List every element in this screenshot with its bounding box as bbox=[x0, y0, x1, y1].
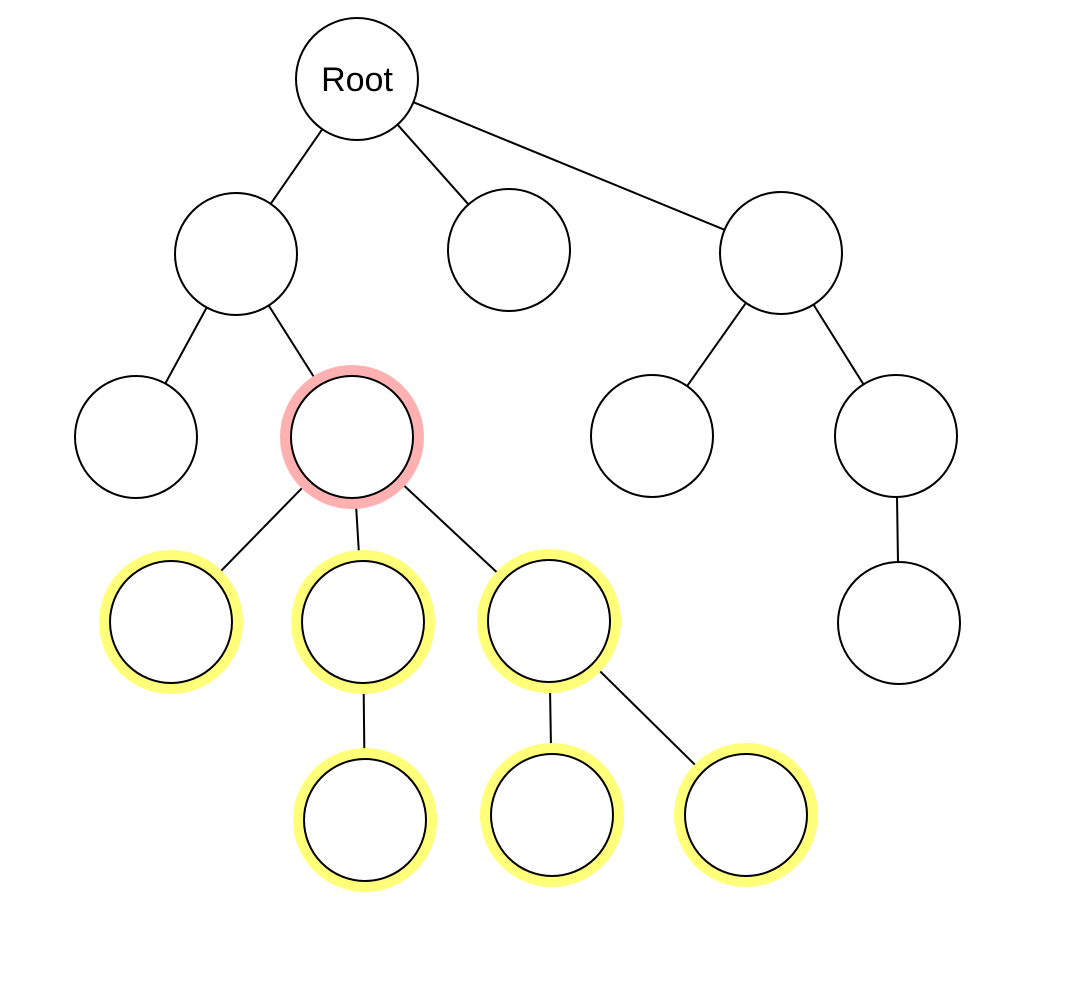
tree-node-n1[interactable] bbox=[174, 192, 298, 316]
node-circle-n3[interactable] bbox=[719, 191, 843, 315]
tree-node-n12[interactable] bbox=[303, 758, 427, 882]
edge-root-n2 bbox=[396, 123, 470, 206]
edge-n10-n14 bbox=[591, 663, 704, 773]
tree-node-n2[interactable] bbox=[447, 188, 571, 312]
edge-root-n1 bbox=[269, 128, 324, 205]
descendant-halo-n12 bbox=[293, 748, 437, 892]
tree-node-n14[interactable] bbox=[684, 753, 808, 877]
edge-n5-n8 bbox=[212, 479, 311, 580]
node-inner-n13 bbox=[503, 766, 601, 864]
tree-node-n4[interactable] bbox=[74, 375, 198, 499]
node-circle-n7[interactable] bbox=[834, 374, 958, 498]
edge-n3-n6 bbox=[686, 302, 747, 387]
descendant-halo-n14 bbox=[674, 743, 818, 887]
edge-n7-n11 bbox=[896, 496, 899, 563]
node-circle-root[interactable] bbox=[295, 17, 419, 141]
edge-n1-n5 bbox=[267, 304, 321, 387]
node-inner-n8 bbox=[122, 573, 220, 671]
node-inner-n12 bbox=[316, 771, 414, 869]
tree-node-n11[interactable] bbox=[837, 561, 961, 685]
tree-node-n6[interactable] bbox=[590, 374, 714, 498]
node-circle-n6[interactable] bbox=[590, 374, 714, 498]
tree-node-n10[interactable] bbox=[487, 559, 611, 683]
node-inner-n9 bbox=[314, 573, 412, 671]
tree-node-n13[interactable] bbox=[490, 753, 614, 877]
tree-node-root[interactable]: Root bbox=[295, 17, 419, 141]
edge-n1-n4 bbox=[164, 307, 208, 384]
node-circle-n11[interactable] bbox=[837, 561, 961, 685]
edge-n9-n12 bbox=[362, 682, 366, 760]
edge-n10-n13 bbox=[548, 681, 553, 755]
tree-node-n8[interactable] bbox=[109, 560, 233, 684]
descendant-halo-n8 bbox=[99, 550, 243, 694]
node-inner-n14 bbox=[697, 766, 795, 864]
node-circle-n2[interactable] bbox=[447, 188, 571, 312]
nodes-layer: Root bbox=[74, 17, 961, 882]
descendant-halo-n13 bbox=[480, 743, 624, 887]
edges-layer bbox=[164, 101, 899, 773]
descendant-halo-n10 bbox=[477, 549, 621, 693]
halos-layer bbox=[99, 365, 818, 892]
tree-node-n3[interactable] bbox=[719, 191, 843, 315]
tree-node-n7[interactable] bbox=[834, 374, 958, 498]
edge-n5-n10 bbox=[395, 477, 506, 581]
node-inner-n10 bbox=[500, 572, 598, 670]
descendant-halo-n9 bbox=[291, 550, 435, 694]
tree-node-n9[interactable] bbox=[301, 560, 425, 684]
node-label-root: Root bbox=[321, 61, 393, 99]
edge-root-n3 bbox=[413, 101, 725, 231]
node-circle-n4[interactable] bbox=[74, 375, 198, 499]
edge-n3-n7 bbox=[812, 304, 865, 385]
tree-node-n5[interactable] bbox=[290, 375, 414, 499]
node-circle-n1[interactable] bbox=[174, 192, 298, 316]
node-inner-n5 bbox=[303, 388, 401, 486]
selected-halo-n5 bbox=[280, 365, 424, 509]
